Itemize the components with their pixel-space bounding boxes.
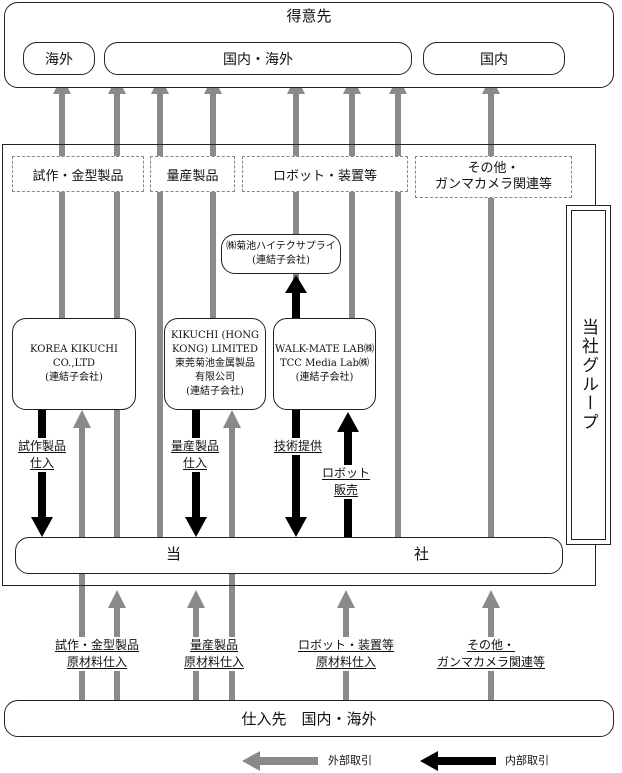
category-other-label: その他・ ガンマカメラ関連等 <box>434 161 552 192</box>
subsidiary-walkmate: WALK-MATE LAB㈱ TCC Media Lab㈱ (連結子会社) <box>273 318 376 410</box>
supply-label-robot: ロボット・装置等 原材料仕入 <box>290 637 402 671</box>
category-robot-label: ロボット・装置等 <box>272 168 377 184</box>
category-other: その他・ ガンマカメラ関連等 <box>415 156 572 198</box>
supply-arrow-9-head <box>108 590 126 608</box>
customer-overseas: 海外 <box>23 42 95 75</box>
internal-arrow-robot-sales-head <box>337 412 359 432</box>
flow-label-robot-sales-line2: 販売 <box>333 483 358 497</box>
subsidiary-walkmate-label: WALK-MATE LAB㈱ TCC Media Lab㈱ (連結子会社) <box>274 344 375 383</box>
company-box: 当 社 <box>15 537 563 574</box>
company-label-right: 社 <box>414 545 430 563</box>
suppliers-box: 仕入先 国内・海外 <box>4 700 614 737</box>
subsidiary-hitech-label: ㈱菊池ハイテクサプライ (連結子会社) <box>226 241 336 266</box>
supply-arrow-12-head <box>337 590 355 608</box>
subsidiary-korea-label: KOREA KIKUCHI CO.,LTD (連結子会社) <box>30 344 118 383</box>
group-label-inner: 当社グループ <box>571 210 606 540</box>
customer-domestic-overseas: 国内・海外 <box>104 42 412 75</box>
supply-label-mass-line2: 原材料仕入 <box>183 655 244 669</box>
flow-label-tech-line1: 技術提供 <box>273 439 322 453</box>
supply-label-robot-line1: ロボット・装置等 <box>297 638 394 652</box>
category-robot: ロボット・装置等 <box>242 156 408 192</box>
legend-external-arrow <box>242 751 318 771</box>
flow-label-robot-sales-line1: ロボット <box>321 466 370 480</box>
supply-label-other: その他・ ガンマカメラ関連等 <box>428 637 554 671</box>
supply-label-prototype-line1: 試作・金型製品 <box>54 638 139 652</box>
supply-label-robot-line2: 原材料仕入 <box>315 655 376 669</box>
internal-arrow-korea-head <box>31 517 53 537</box>
supply-label-other-line1: その他・ <box>466 638 515 652</box>
legend-internal-arrow <box>420 751 496 771</box>
flow-label-mass-purchase: 量産製品 仕入 <box>165 438 225 472</box>
category-prototype-label: 試作・金型製品 <box>32 168 124 184</box>
internal-arrow-hk-head <box>185 517 207 537</box>
category-prototype: 試作・金型製品 <box>12 156 144 192</box>
supply-label-prototype-line2: 原材料仕入 <box>66 655 127 669</box>
customer-domestic-overseas-label: 国内・海外 <box>223 51 293 68</box>
flow-label-prototype-purchase-line1: 試作製品 <box>17 439 66 453</box>
category-mass-label: 量産製品 <box>166 168 219 184</box>
customer-overseas-label: 海外 <box>45 51 73 68</box>
flow-label-prototype-purchase-line2: 仕入 <box>29 456 54 470</box>
category-mass: 量産製品 <box>150 156 235 192</box>
subsidiary-korea: KOREA KIKUCHI CO.,LTD (連結子会社) <box>12 318 136 410</box>
flow-label-prototype-purchase: 試作製品 仕入 <box>12 438 72 472</box>
subsidiary-hongkong: KIKUCHI (HONG KONG) LIMITED 東莞菊池金属製品 有限公… <box>164 318 266 410</box>
supply-label-mass-line1: 量産製品 <box>189 638 238 652</box>
subsidiary-hongkong-label: KIKUCHI (HONG KONG) LIMITED 東莞菊池金属製品 有限公… <box>170 330 260 397</box>
supply-arrow-11-head <box>223 410 241 428</box>
supply-label-mass: 量産製品 原材料仕入 <box>176 637 252 671</box>
supply-arrow-13-head <box>482 590 500 608</box>
flow-label-tech: 技術提供 <box>268 438 328 455</box>
customer-domestic: 国内 <box>423 42 565 75</box>
customers-title: 得意先 <box>286 7 332 25</box>
group-label: 当社グループ <box>578 318 598 432</box>
internal-arrow-hitech-head <box>285 275 307 293</box>
flow-label-mass-purchase-line1: 量産製品 <box>170 439 219 453</box>
internal-arrow-tech-head <box>285 517 307 537</box>
customer-domestic-label: 国内 <box>480 51 508 68</box>
company-label-left: 当 <box>166 545 182 563</box>
supply-label-other-line2: ガンマカメラ関連等 <box>436 655 545 669</box>
legend-external-label: 外部取引 <box>328 754 372 767</box>
legend-internal-label: 内部取引 <box>505 754 549 767</box>
supply-label-prototype: 試作・金型製品 原材料仕入 <box>42 637 152 671</box>
flow-label-mass-purchase-line2: 仕入 <box>182 456 207 470</box>
subsidiary-hitech: ㈱菊池ハイテクサプライ (連結子会社) <box>221 234 341 274</box>
suppliers-label: 仕入先 国内・海外 <box>241 710 377 728</box>
flow-label-robot-sales: ロボット 販売 <box>316 465 376 499</box>
supply-arrow-8-head <box>73 410 91 428</box>
supply-arrow-10-head <box>187 590 205 608</box>
